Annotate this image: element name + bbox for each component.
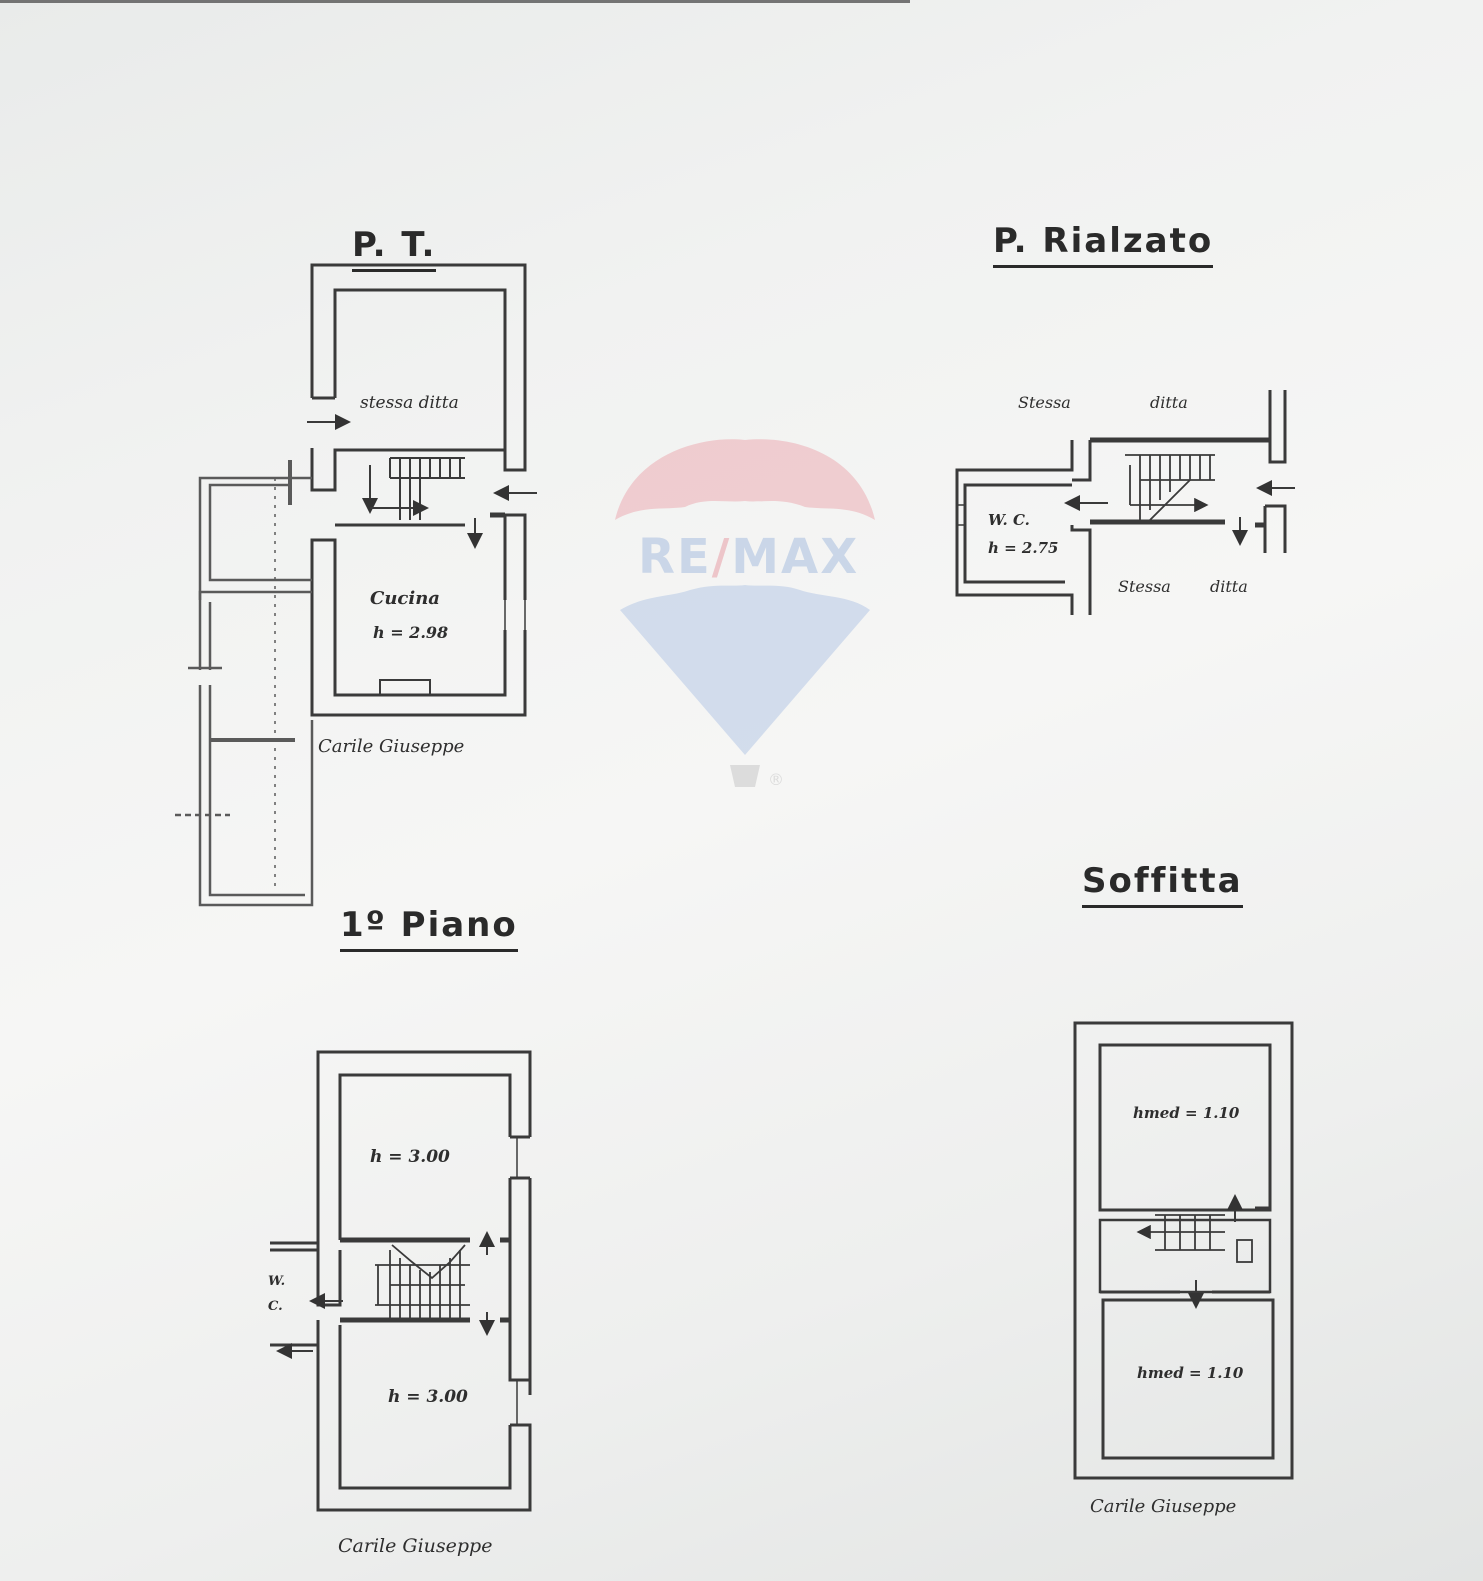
raised-floor-plan <box>955 390 1295 615</box>
first-wc-w-label: W. <box>268 1274 285 1289</box>
attic-title-text: Soffitta <box>1082 861 1243 901</box>
attic-title: Soffitta <box>1082 861 1243 908</box>
attic-top-room-height-label: hmed = 1.10 <box>1133 1104 1240 1122</box>
balloon-red-top-icon <box>615 439 875 520</box>
first-floor-title-text: 1º Piano <box>340 905 518 945</box>
registered-mark: ® <box>768 770 784 789</box>
raised-wc-height-label: h = 2.75 <box>988 539 1058 557</box>
balloon-blue-bottom-icon <box>620 585 870 755</box>
raised-floor-title-text: P. Rialzato <box>993 221 1214 261</box>
raised-top-left-label: Stessa <box>1018 393 1071 412</box>
kitchen-label: Cucina <box>370 588 440 609</box>
balloon-basket-icon <box>730 765 760 787</box>
first-wc-c-label: C. <box>268 1299 283 1314</box>
raised-bottom-left-label: Stessa <box>1118 577 1171 596</box>
ground-floor-title-text: P. T. <box>352 225 437 265</box>
svg-text:RE/MAX: RE/MAX <box>638 529 859 585</box>
first-floor-plan <box>270 1050 532 1512</box>
attic-plan <box>1073 1021 1294 1480</box>
raised-floor-title: P. Rialzato <box>993 221 1214 268</box>
raised-wc-label: W. C. <box>988 511 1030 529</box>
remax-balloon-watermark: RE/MAX ® <box>615 439 875 789</box>
raised-bottom-right-label: ditta <box>1210 577 1248 596</box>
ground-north-room-label: stessa ditta <box>360 393 459 413</box>
scan-edge-line <box>0 0 910 3</box>
first-top-room-height-label: h = 3.00 <box>370 1147 450 1167</box>
kitchen-height-label: h = 2.98 <box>373 623 448 642</box>
raised-top-right-label: ditta <box>1150 393 1188 412</box>
first-owner-label: Carile Giuseppe <box>338 1535 492 1557</box>
ground-owner-label: Carile Giuseppe <box>318 736 464 757</box>
ground-floor-title: P. T. <box>352 225 437 272</box>
ground-floor-plan <box>175 263 537 907</box>
attic-bottom-room-height-label: hmed = 1.10 <box>1137 1364 1244 1382</box>
first-bottom-room-height-label: h = 3.00 <box>388 1387 468 1407</box>
attic-owner-label: Carile Giuseppe <box>1090 1496 1236 1517</box>
first-floor-title: 1º Piano <box>340 905 518 952</box>
